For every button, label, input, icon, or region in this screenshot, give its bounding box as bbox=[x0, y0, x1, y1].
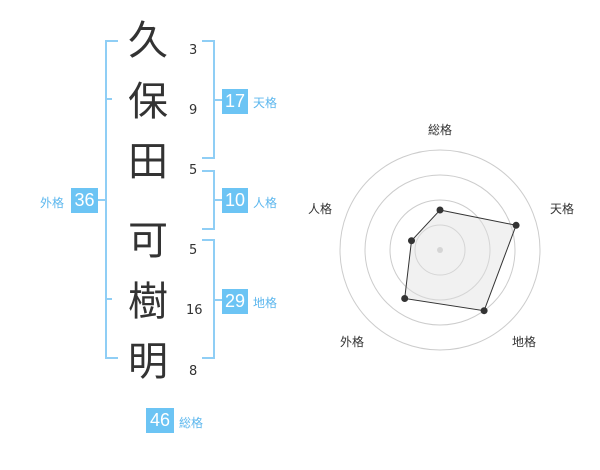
stroke-count-6: 8 bbox=[189, 364, 198, 379]
chikaku-value: 29 bbox=[222, 289, 248, 314]
radar-label-soukaku: 総格 bbox=[427, 123, 452, 137]
stroke-count-1: 3 bbox=[189, 43, 198, 58]
stroke-count-3: 5 bbox=[189, 163, 198, 178]
stroke-count-2: 9 bbox=[189, 103, 198, 118]
gaikaku-value: 36 bbox=[71, 188, 98, 213]
radar-series-area bbox=[404, 209, 517, 312]
jinkaku-value: 10 bbox=[222, 188, 248, 213]
name-char-3: 田 bbox=[128, 139, 168, 185]
name-char-5: 樹 bbox=[128, 279, 168, 325]
tenkaku-bracket bbox=[202, 40, 222, 159]
name-char-4: 可 bbox=[128, 218, 168, 264]
radar-ring bbox=[389, 199, 491, 301]
radar-point-4 bbox=[401, 295, 409, 302]
jinkaku-label: 人格 bbox=[253, 196, 278, 210]
radar-label-gaikaku: 外格 bbox=[339, 335, 364, 349]
radar-point-5 bbox=[408, 237, 415, 245]
radar-point-1 bbox=[436, 206, 444, 214]
radar-label-jinkaku: 人格 bbox=[307, 202, 332, 216]
gaikaku-label: 外格 bbox=[40, 196, 65, 210]
radar-center bbox=[437, 247, 443, 253]
jinkaku-bracket bbox=[202, 170, 222, 230]
soukaku-value: 46 bbox=[146, 408, 174, 433]
radar-point-3 bbox=[480, 307, 488, 315]
chikaku-label: 地格 bbox=[253, 296, 278, 310]
soukaku-label: 総格 bbox=[179, 416, 204, 430]
outer-bracket bbox=[96, 40, 118, 359]
name-char-2: 保 bbox=[128, 79, 168, 125]
radar-ring bbox=[339, 149, 541, 351]
stroke-count-5: 16 bbox=[186, 303, 203, 318]
radar-ring bbox=[364, 174, 516, 326]
radar-label-chikaku: 地格 bbox=[511, 335, 536, 349]
tenkaku-label: 天格 bbox=[253, 96, 278, 110]
name-char-6: 明 bbox=[128, 339, 168, 385]
name-char-1: 久 bbox=[128, 18, 168, 64]
radar-ring bbox=[414, 224, 466, 276]
radar-point-2 bbox=[512, 221, 520, 229]
stroke-count-4: 5 bbox=[189, 243, 198, 258]
tenkaku-value: 17 bbox=[222, 89, 248, 114]
chikaku-bracket bbox=[202, 239, 222, 359]
radar-label-tenkaku: 天格 bbox=[549, 202, 574, 216]
